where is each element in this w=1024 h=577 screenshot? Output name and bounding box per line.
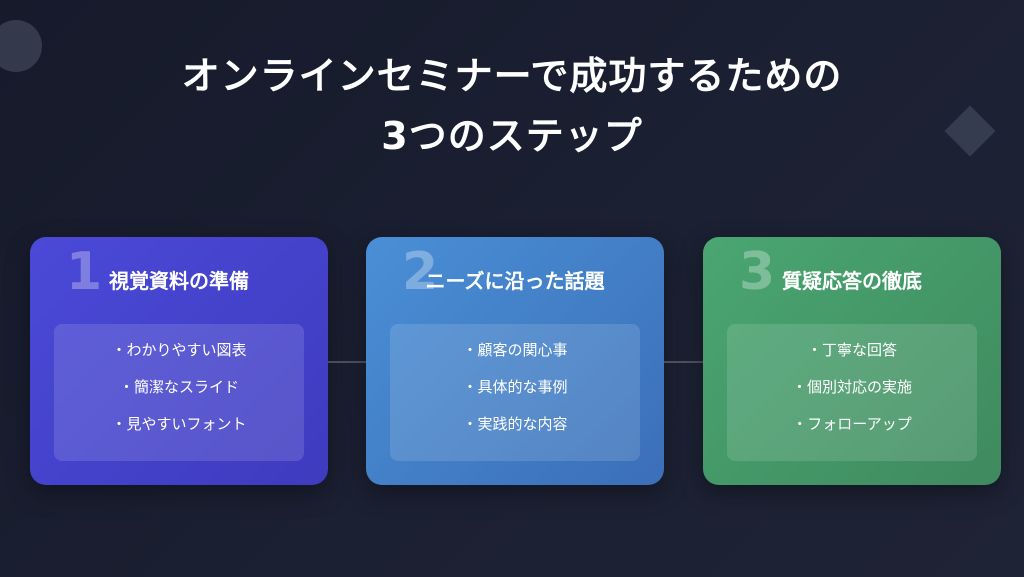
step-card-1: 1 視覚資料の準備 ・わかりやすい図表 ・簡潔なスライド ・見やすいフォント [30,237,328,485]
step-number: 3 [739,242,776,302]
title-line-1: オンラインセミナーで成功するための [181,54,843,98]
list-item: ・わかりやすい図表 [111,341,247,359]
step-items-panel: ・顧客の関心事 ・具体的な事例 ・実践的な内容 [390,324,640,461]
step-card-3: 3 質疑応答の徹底 ・丁寧な回答 ・個別対応の実施 ・フォローアップ [703,237,1001,485]
list-item: ・簡潔なスライド [118,378,239,396]
list-item: ・個別対応の実施 [791,378,912,396]
list-item: ・実践的な内容 [462,415,568,433]
step-title: ニーズに沿った話題 [425,269,605,293]
list-item: ・丁寧な回答 [806,341,897,359]
step-number: 1 [66,242,103,302]
list-item: ・フォローアップ [792,415,912,433]
step-title: 質疑応答の徹底 [782,269,922,293]
step-card-2: 2 ニーズに沿った話題 ・顧客の関心事 ・具体的な事例 ・実践的な内容 [366,237,664,485]
list-item: ・具体的な事例 [462,378,568,396]
step-items-panel: ・わかりやすい図表 ・簡潔なスライド ・見やすいフォント [54,324,304,461]
list-item: ・顧客の関心事 [462,341,568,359]
page-title: オンラインセミナーで成功するための 3つのステップ [0,46,1024,166]
decorative-circle [0,20,42,72]
list-item: ・見やすいフォント [111,415,247,433]
title-line-2: 3つのステップ [381,114,643,158]
step-number: 2 [402,242,439,302]
step-title: 視覚資料の準備 [109,269,249,293]
step-items-panel: ・丁寧な回答 ・個別対応の実施 ・フォローアップ [727,324,977,461]
